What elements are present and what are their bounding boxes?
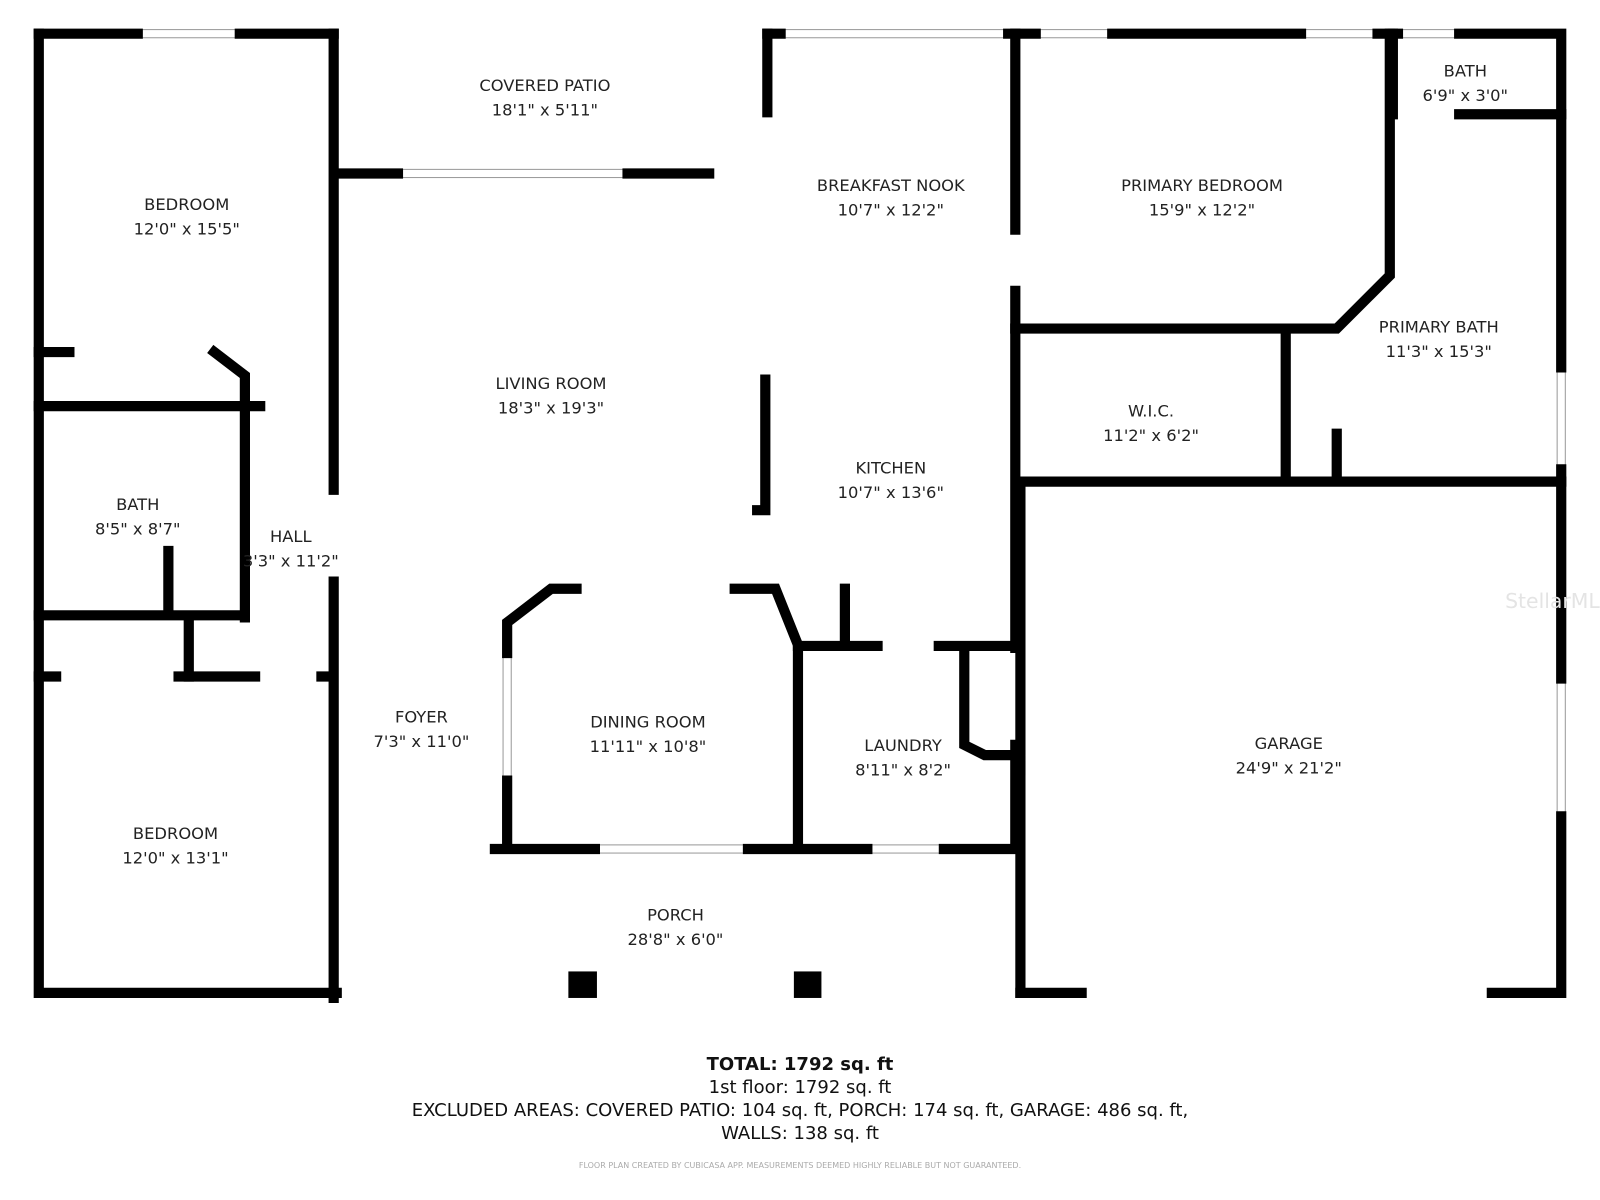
room-name: COVERED PATIO: [479, 76, 610, 95]
room-dims: 11'11" x 10'8": [590, 737, 707, 756]
room-dims: 18'3" x 19'3": [498, 398, 604, 417]
total-area: TOTAL: 1792 sq. ft: [706, 1054, 894, 1075]
area-summary: TOTAL: 1792 sq. ft 1st floor: 1792 sq. f…: [0, 1053, 1600, 1145]
disclaimer: FLOOR PLAN CREATED BY CUBICASA APP. MEAS…: [578, 1161, 1022, 1170]
room-dims: 8'5" x 8'7": [95, 520, 181, 539]
walls: [33, 28, 1567, 1004]
room-dims: 24'9" x 21'2": [1236, 758, 1342, 777]
room-name: FOYER: [395, 707, 448, 726]
room-name: KITCHEN: [855, 458, 926, 477]
watermark: StellarMLS: [1505, 589, 1600, 613]
excluded-areas: EXCLUDED AREAS: COVERED PATIO: 104 sq. f…: [411, 1100, 1189, 1121]
walls-area: WALLS: 138 sq. ft: [721, 1123, 879, 1144]
room-dims: 3'3" x 11'2": [243, 551, 339, 570]
room-name: DINING ROOM: [590, 713, 706, 732]
room-name: LIVING ROOM: [496, 374, 607, 393]
room-dims: 7'3" x 11'0": [373, 732, 469, 751]
room-name: BATH: [1444, 62, 1487, 81]
room-name: LAUNDRY: [864, 736, 942, 755]
room-name: BEDROOM: [144, 195, 229, 214]
room-dims: 6'9" x 3'0": [1423, 86, 1509, 105]
room-dims: 12'0" x 15'5": [134, 220, 240, 239]
room-name: HALL: [270, 527, 312, 546]
room-name: BATH: [116, 495, 159, 514]
room-dims: 28'8" x 6'0": [628, 930, 724, 949]
room-dims: 18'1" x 5'11": [492, 100, 598, 119]
room-dims: 11'3" x 15'3": [1386, 342, 1492, 361]
room-name: BREAKFAST NOOK: [817, 176, 966, 195]
room-dims: 15'9" x 12'2": [1149, 200, 1255, 219]
room-name: W.I.C.: [1128, 401, 1174, 420]
floor-area: 1st floor: 1792 sq. ft: [708, 1077, 892, 1098]
room-name: PRIMARY BEDROOM: [1121, 176, 1283, 195]
room-dims: 12'0" x 13'1": [122, 848, 228, 867]
room-name: PRIMARY BATH: [1379, 318, 1499, 337]
room-name: BEDROOM: [133, 824, 218, 843]
room-dims: 10'7" x 12'2": [838, 200, 944, 219]
room-dims: 10'7" x 13'6": [838, 483, 944, 502]
room-name: PORCH: [647, 905, 704, 924]
room-labels: COVERED PATIO 18'1" x 5'11" BEDROOM 12'0" …: [95, 62, 1508, 949]
room-dims: 8'11" x 8'2": [855, 761, 951, 780]
room-name: GARAGE: [1255, 734, 1323, 753]
room-dims: 11'2" x 6'2": [1103, 426, 1199, 445]
porch-posts: [568, 971, 822, 998]
